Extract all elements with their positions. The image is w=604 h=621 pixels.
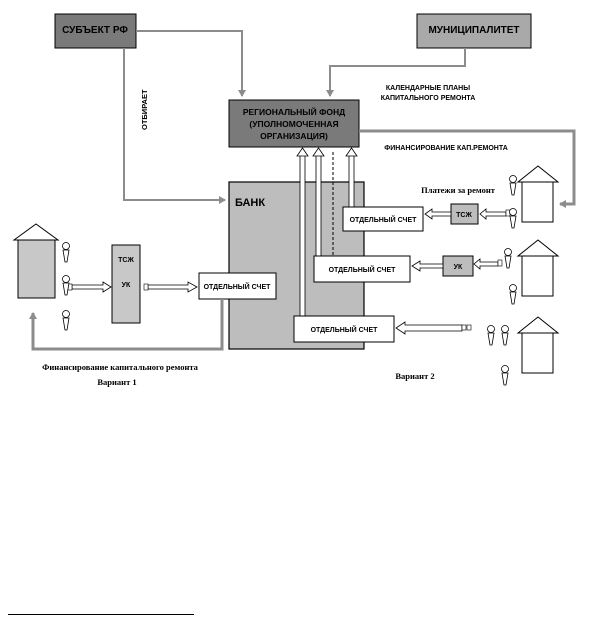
tszh-label-right: ТСЖ bbox=[456, 212, 472, 219]
regional-fund-line1: РЕГИОНАЛЬНЫЙ ФОНД bbox=[243, 106, 345, 117]
regional-fund-line3: ОРГАНИЗАЦИЯ) bbox=[260, 131, 328, 141]
separate-account-box-left: ОТДЕЛЬНЫЙ СЧЕТ bbox=[198, 272, 277, 300]
uk-label-left: УК bbox=[122, 282, 131, 289]
fund-financing-arrow bbox=[359, 129, 576, 208]
regional-fund-line2: (УПОЛНОМОЧЕННАЯ bbox=[249, 119, 338, 129]
financing-full-label: Финансирование капитального ремонта bbox=[42, 362, 199, 372]
municipality-label: МУНИЦИПАЛИТЕТ bbox=[428, 25, 519, 36]
footnote-separator bbox=[8, 614, 194, 615]
repair-payments-label: Платежи за ремонт bbox=[421, 185, 496, 195]
bank-label: БАНК bbox=[235, 197, 265, 209]
house-right-1 bbox=[516, 165, 560, 223]
top-arrows bbox=[123, 30, 466, 204]
separate-account-label-left: ОТДЕЛЬНЫЙ СЧЕТ bbox=[204, 282, 271, 291]
person-figures bbox=[62, 175, 517, 386]
hollow-arrows bbox=[71, 208, 507, 335]
regional-fund-box: РЕГИОНАЛЬНЫЙ ФОНД (УПОЛНОМОЧЕННАЯ ОРГАНИ… bbox=[228, 99, 360, 148]
house-left bbox=[12, 223, 60, 299]
separate-account-label-2: ОТДЕЛЬНЫЙ СЧЕТ bbox=[329, 265, 396, 274]
municipality-box: МУНИЦИПАЛИТЕТ bbox=[416, 13, 532, 49]
subject-to-bank-arrow bbox=[123, 48, 226, 204]
house-right-3 bbox=[516, 316, 560, 374]
house-right-2 bbox=[516, 239, 560, 297]
separate-account-label-1: ОТДЕЛЬНЫЙ СЧЕТ bbox=[350, 215, 417, 224]
financing-short-label: ФИНАНСИРОВАНИЕ КАП.РЕМОНТА bbox=[384, 145, 508, 152]
separate-account-label-3: ОТДЕЛЬНЫЙ СЧЕТ bbox=[311, 325, 378, 334]
tszh-label-left: ТСЖ bbox=[118, 257, 134, 264]
municipality-to-fund-arrow bbox=[326, 48, 466, 97]
subject-rf-box: СУБЪЕКТ РФ bbox=[54, 13, 137, 49]
selects-label: ОТБИРАЕТ bbox=[140, 89, 149, 130]
separate-account-box-1: ОТДЕЛЬНЫЙ СЧЕТ bbox=[342, 206, 424, 232]
variant1-label: Вариант 1 bbox=[97, 377, 136, 387]
separate-account-box-2: ОТДЕЛЬНЫЙ СЧЕТ bbox=[313, 255, 411, 283]
tszh-box-right: ТСЖ bbox=[450, 203, 479, 225]
separate-account-box-3: ОТДЕЛЬНЫЙ СЧЕТ bbox=[293, 315, 395, 343]
calendar-plans-line1: КАЛЕНДАРНЫЕ ПЛАНЫ bbox=[386, 85, 470, 92]
uk-label-right: УК bbox=[454, 264, 463, 271]
calendar-plans-line2: КАПИТАЛЬНОГО РЕМОНТА bbox=[381, 95, 476, 102]
subject-rf-label: СУБЪЕКТ РФ bbox=[62, 25, 128, 36]
variant2-label: Вариант 2 bbox=[395, 371, 434, 381]
tszh-uk-block-left: ТСЖ УК bbox=[111, 244, 141, 324]
subject-to-fund-arrow bbox=[136, 30, 246, 97]
uk-box-right: УК bbox=[442, 255, 474, 277]
left-financing-arrow bbox=[29, 299, 224, 351]
